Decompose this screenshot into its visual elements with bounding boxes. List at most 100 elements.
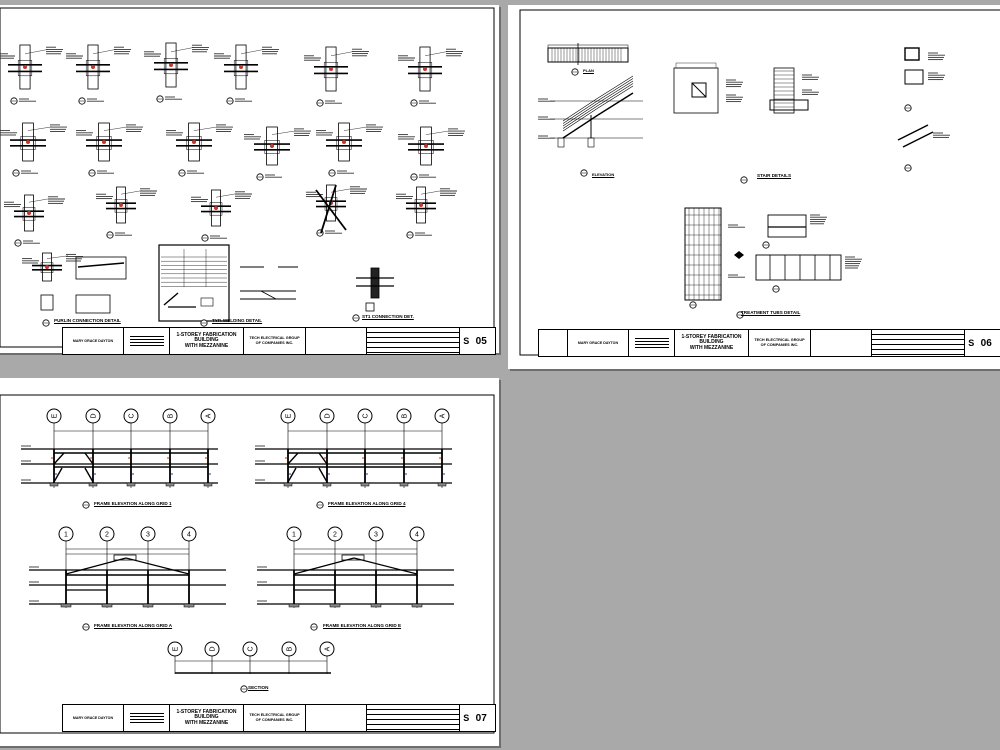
title-block-blank <box>539 330 568 356</box>
drawing-rect <box>360 482 370 487</box>
drawing-rect <box>418 140 434 154</box>
drawing-rect <box>163 58 179 75</box>
drawing-line <box>27 126 53 131</box>
drawing-line <box>597 83 634 106</box>
drawing-rect <box>158 244 230 322</box>
owner-name: MARY GRACE DAYTON <box>63 705 124 731</box>
grid-bubble-label: 2 <box>105 532 109 539</box>
contractor-line1: TECH ELECTRICAL GROUP <box>249 336 300 340</box>
owner-name: MARY GRACE DAYTON <box>568 330 629 356</box>
detail-title-gridE: FRAME ELEVATION ALONG GRID E <box>323 623 402 628</box>
sheet-s06[interactable]: PLAN ELEVATION STAIR DETAILS TREATMENT T… <box>508 5 1000 369</box>
drawing-rect <box>365 302 375 312</box>
sheet-s05[interactable]: PURLIN CONNECTION DETAIL TYP. WELDING DE… <box>0 5 499 355</box>
drawing-rect <box>587 137 595 148</box>
drawing-rect <box>769 99 809 111</box>
drawing-line <box>65 557 127 575</box>
marker <box>209 473 211 475</box>
grid-bubble-label: 3 <box>374 532 378 539</box>
weld-mark <box>419 203 423 207</box>
weld-mark <box>424 144 428 148</box>
drawing-line <box>215 193 238 198</box>
drawing-rect <box>24 194 34 232</box>
drawing-rect <box>75 256 127 280</box>
drawing-line <box>193 126 219 131</box>
weld-mark <box>329 67 333 71</box>
contractor-line2: OF COMPANIES INC. <box>760 343 799 347</box>
drawing-line <box>84 452 94 465</box>
grid-bubble-label: 4 <box>187 532 191 539</box>
drawing-line <box>597 75 634 99</box>
drawing-line <box>271 130 297 135</box>
drawing-line <box>92 49 117 54</box>
grid-bubble-label: B <box>402 413 409 418</box>
drawing-line <box>315 189 347 231</box>
detail-title-st1: ST1 CONNECTION DET. <box>362 314 414 319</box>
drawing-line <box>562 97 599 122</box>
drawing-rect <box>200 297 214 307</box>
grid-bubble-label: B <box>287 646 294 651</box>
marker <box>171 473 173 475</box>
drawing-rect <box>417 62 433 79</box>
drawing-line <box>163 292 179 306</box>
drawing-rect <box>165 482 175 487</box>
drawing-rect <box>98 122 110 162</box>
drawing-line <box>562 107 599 132</box>
grid-bubble-label: 2 <box>333 532 337 539</box>
drawing-rect <box>673 67 719 114</box>
contractor-line2: OF COMPANIES INC. <box>255 718 294 722</box>
marker <box>55 473 57 475</box>
drawing-rect <box>437 482 447 487</box>
drawing-rect <box>96 136 112 150</box>
drawing-rect <box>419 46 431 92</box>
revisions-table <box>367 705 460 731</box>
grid-bubble-label: A <box>206 413 213 418</box>
drawing-rect <box>691 82 707 98</box>
drawing-rect <box>75 294 111 314</box>
drawing-rect <box>116 186 126 224</box>
drawing-rect <box>684 207 722 301</box>
drawing-line <box>343 126 369 131</box>
grid-bubble-label: 4 <box>415 532 419 539</box>
drawing-line <box>902 131 934 148</box>
grid-bubble-label: 1 <box>64 532 68 539</box>
drawing-line <box>28 198 51 203</box>
drawing-rect <box>675 62 717 69</box>
drawing-line <box>420 190 443 195</box>
drawing-rect <box>126 482 136 487</box>
drawing-rect <box>88 482 98 487</box>
drawing-rect <box>755 254 842 281</box>
weld-mark <box>342 140 346 144</box>
drawing-rect <box>87 44 99 90</box>
contractor-line1: TECH ELECTRICAL GROUP <box>754 338 805 342</box>
project-line1: 1-STOREY FABRICATION BUILDING <box>176 331 237 344</box>
weld-mark <box>23 65 27 69</box>
drawing-line <box>287 452 299 465</box>
marker <box>324 457 326 459</box>
project-line1: 1-STOREY FABRICATION BUILDING <box>176 708 237 721</box>
drawing-line <box>24 49 49 54</box>
grid-bubble-label: 3 <box>146 532 150 539</box>
marker <box>328 473 330 475</box>
drawing-line <box>897 124 929 141</box>
weld-mark <box>192 140 196 144</box>
marker <box>366 473 368 475</box>
weld-mark <box>26 140 30 144</box>
drawing-rect <box>322 482 332 487</box>
drawing-line <box>691 82 707 98</box>
sheet-contents <box>306 705 367 731</box>
title-block: MARY GRACE DAYTON 1-STOREY FABRICATION B… <box>62 327 496 355</box>
drawing-rect <box>323 62 339 79</box>
owner-name: MARY GRACE DAYTON <box>63 328 124 354</box>
drawing-rect <box>266 126 278 166</box>
drawing-line <box>46 255 69 259</box>
drawing-rect <box>42 252 52 282</box>
marker <box>439 457 441 459</box>
grid-bubble-label: A <box>325 646 332 651</box>
sheet-contents <box>306 328 367 354</box>
